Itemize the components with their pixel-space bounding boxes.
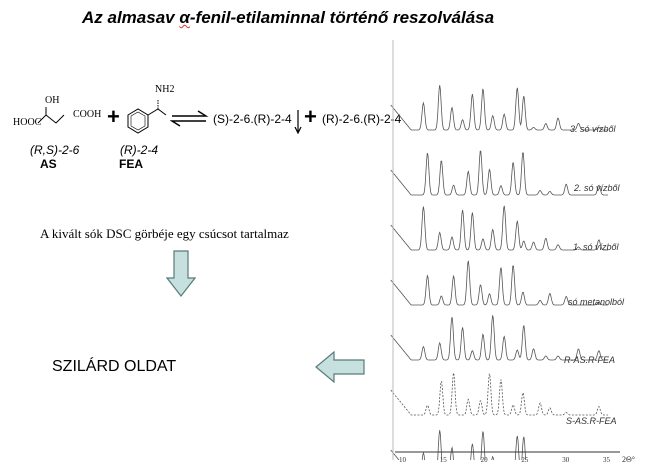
- dsc-statement: A kivált sók DSC görbéje egy csúcsot tar…: [40, 226, 289, 241]
- benzene-ring-icon: [127, 99, 167, 134]
- fea-config: (R)-2-4: [120, 143, 158, 157]
- trace-label: 1. só vízből: [573, 242, 619, 252]
- title-prefix: Az almasav: [82, 8, 180, 27]
- x-axis-unit: 2Θ°: [622, 455, 635, 464]
- xrd-patterns: [390, 40, 620, 460]
- as-config: (R,S)-2-6: [30, 143, 80, 157]
- xrd-trace: [390, 85, 609, 131]
- x-tick-label: 30: [562, 456, 570, 464]
- fea-abbr: FEA: [119, 157, 143, 171]
- hooc-label: HOOC: [13, 117, 42, 128]
- plus-sign: +: [107, 104, 120, 129]
- malic-acid-skeleton: [37, 114, 65, 124]
- xrd-trace: [390, 430, 527, 460]
- x-tick-label: 25: [521, 456, 529, 464]
- solution-product: (R)-2-6.(R)-2-4: [322, 112, 402, 126]
- xrd-trace: [390, 150, 609, 196]
- slide-title: Az almasav α-fenil-etilaminnal történő r…: [82, 8, 494, 28]
- x-tick-label: 10: [399, 456, 406, 464]
- x-tick-label: 15: [439, 456, 447, 464]
- xrd-trace: [390, 315, 609, 361]
- nh2-label: NH2: [155, 84, 175, 95]
- equilibrium-arrows-icon: [170, 110, 209, 127]
- down-arrow-icon: [294, 110, 302, 134]
- trace-label: S-AS.R-FEA: [566, 416, 617, 426]
- x-tick-label: 20: [480, 456, 488, 464]
- title-suffix: -fenil-etilaminnal történő reszolválása: [189, 8, 495, 27]
- as-abbr: AS: [40, 157, 57, 171]
- x-tick-label: 35: [603, 456, 610, 464]
- trace-label: R-AS.R-FEA: [564, 355, 616, 365]
- trace-label: 3. só vízből: [570, 124, 616, 134]
- solid-solution-label: SZILÁRD OLDAT: [52, 358, 177, 375]
- plus-sign-2: +: [304, 104, 317, 129]
- block-arrow-down-icon: [166, 250, 196, 297]
- precipitate-product: (S)-2-6.(R)-2-4: [213, 112, 292, 126]
- xrd-trace: [390, 205, 609, 251]
- reaction-structures: [37, 99, 167, 134]
- trace-label: 2. só vízből: [574, 183, 620, 193]
- block-arrow-left-icon: [315, 351, 365, 383]
- xrd-trace: [390, 260, 609, 306]
- oh-label: OH: [45, 95, 60, 106]
- cooh-label: COOH: [73, 109, 102, 120]
- xrd-trace: [390, 372, 609, 416]
- trace-label: só metanolból: [568, 297, 625, 307]
- title-alpha: α: [179, 8, 190, 27]
